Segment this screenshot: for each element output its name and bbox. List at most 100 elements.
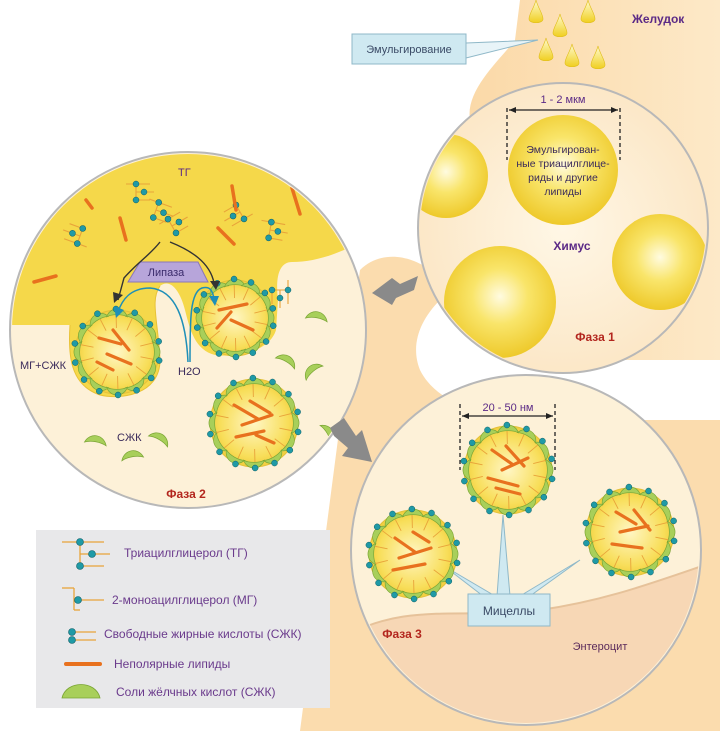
legend-bile-text: Соли жёлчных кислот (СЖК) — [116, 685, 275, 699]
fatty-acid-head — [134, 387, 140, 393]
lipase-enzyme: Липаза — [128, 262, 208, 282]
fatty-acid-head — [469, 440, 475, 446]
fatty-acid-head — [454, 540, 460, 546]
fatty-acid-head — [231, 276, 237, 282]
fatty-acid-head — [648, 569, 654, 575]
fatty-acid-head — [72, 360, 78, 366]
legend: Триацилглицерол (ТГ) 2-моноацилглицерол … — [36, 530, 330, 708]
fatty-acid-head — [389, 511, 395, 517]
fatty-acid-head — [608, 570, 614, 576]
fatty-acid-head — [431, 591, 437, 597]
legend-mg-text: 2-моноацилглицерол (МГ) — [112, 593, 257, 607]
fatty-acid-head — [263, 339, 269, 345]
fatty-acid-head — [72, 340, 78, 346]
fatty-acid-head — [409, 506, 415, 512]
fatty-acid-head — [202, 340, 208, 346]
fatty-acid-head — [270, 305, 276, 311]
fatty-acid-head — [250, 350, 256, 356]
bile-acid-label: СЖК — [117, 432, 142, 444]
fatty-acid-head — [230, 380, 236, 386]
fatty-acid-head — [626, 484, 632, 490]
fatty-acid-head — [217, 449, 223, 455]
mg-ffa-label: МГ+СЖК — [20, 360, 67, 372]
phase2-label: Фаза 2 — [166, 487, 206, 501]
phase1-circle: 1 - 2 мкм Эмульгирован- ные триацилглице… — [404, 83, 708, 373]
fatty-acid-head — [504, 422, 510, 428]
fatty-acid-head — [524, 426, 530, 432]
fatty-acid-head — [248, 279, 254, 285]
fatty-acid-head — [115, 392, 121, 398]
emulsion-droplet-large — [508, 115, 618, 225]
fatty-acid-head — [194, 307, 200, 313]
fatty-acid-head — [549, 476, 555, 482]
fatty-acid-head — [215, 393, 221, 399]
fatty-acid-head — [628, 574, 634, 580]
fatty-acid-head — [201, 291, 207, 297]
fatty-acid-head — [454, 560, 460, 566]
fatty-acid-head — [207, 431, 213, 437]
phase3-size-label: 20 - 50 нм — [483, 402, 534, 414]
fatty-acid-head — [156, 338, 162, 344]
droplet-text-line4: липиды — [544, 186, 581, 198]
fatty-acid-head — [671, 538, 677, 544]
fatty-acid-head — [156, 358, 162, 364]
fatty-acid-head — [541, 494, 547, 500]
phase3-label: Фаза 3 — [382, 627, 422, 641]
fatty-acid-head — [374, 524, 380, 530]
fatty-acid-head — [250, 375, 256, 381]
fatty-acid-head — [446, 578, 452, 584]
fatty-acid-head — [148, 375, 154, 381]
fatty-acid-head — [444, 522, 450, 528]
fatty-acid-head — [646, 488, 652, 494]
fatty-acid-head — [411, 596, 417, 602]
fatty-acid-head — [207, 411, 213, 417]
fatty-acid-head — [549, 456, 555, 462]
fatty-acid-head — [96, 388, 102, 394]
fatty-acid-head — [80, 323, 86, 329]
fatty-acid-head — [262, 290, 268, 296]
fatty-acid-head — [471, 496, 477, 502]
fatty-acid-head — [287, 447, 293, 453]
legend-lipid-text: Неполярные липиды — [114, 657, 230, 671]
fatty-acid-head — [272, 460, 278, 466]
fatty-acid-head — [461, 478, 467, 484]
droplet-text-line3: риды и другие — [528, 172, 598, 184]
phase1-size-label: 1 - 2 мкм — [540, 94, 585, 106]
droplet-text-line2: ные триацилглице- — [516, 158, 610, 170]
chyme-label: Химус — [553, 239, 590, 253]
tg-label: ТГ — [178, 167, 191, 179]
fatty-acid-head — [429, 510, 435, 516]
legend-ffa-text: Свободные жирные кислоты (СЖК) — [104, 627, 301, 641]
emulsification-label: Эмульгирование — [366, 44, 451, 56]
fatty-acid-head — [295, 409, 301, 415]
fatty-acid-head — [591, 502, 597, 508]
fatty-acid-head — [233, 354, 239, 360]
micelles-label: Мицеллы — [483, 604, 535, 618]
emulsion-droplet — [404, 134, 488, 218]
fatty-acid-head — [285, 391, 291, 397]
stomach-label: Желудок — [631, 12, 685, 26]
fatty-acid-head — [147, 321, 153, 327]
fatty-acid-head — [270, 323, 276, 329]
fatty-acid-head — [606, 489, 612, 495]
fatty-acid-head — [583, 520, 589, 526]
phase1-label: Фаза 1 — [575, 330, 615, 344]
fatty-acid-head — [216, 351, 222, 357]
fatty-acid-head — [94, 311, 100, 317]
fatty-acid-head — [593, 558, 599, 564]
fatty-acid-head — [376, 580, 382, 586]
fatty-acid-head — [295, 429, 301, 435]
fatty-acid-head — [81, 377, 87, 383]
water-label: H2O — [178, 366, 201, 378]
fatty-acid-head — [132, 310, 138, 316]
lipase-label: Липаза — [148, 267, 185, 279]
droplet-text-line1: Эмульгирован- — [526, 144, 600, 156]
fatty-acid-head — [583, 540, 589, 546]
fatty-acid-head — [484, 427, 490, 433]
fatty-acid-head — [366, 542, 372, 548]
fatty-acid-head — [391, 592, 397, 598]
fatty-acid-head — [663, 556, 669, 562]
fatty-acid-head — [461, 458, 467, 464]
